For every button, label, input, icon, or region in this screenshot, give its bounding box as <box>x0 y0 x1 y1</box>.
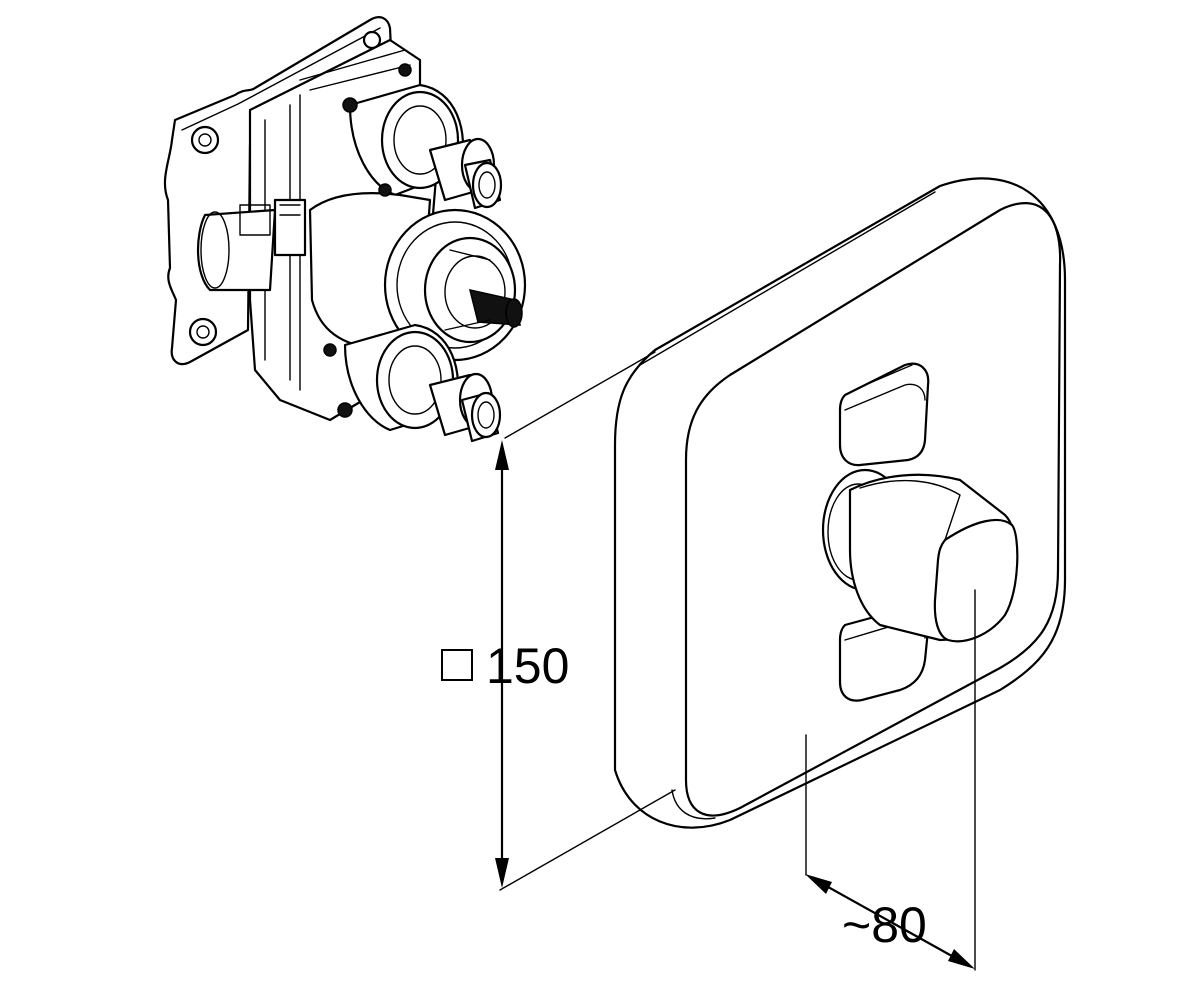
left-cylinder <box>197 208 277 292</box>
bolt <box>337 402 353 418</box>
mount-hole-bottom <box>188 317 218 347</box>
central-knob <box>821 468 1019 643</box>
arrow-left <box>805 874 832 894</box>
bolt <box>342 97 358 113</box>
bolt <box>378 183 392 197</box>
bolt <box>323 343 337 357</box>
arrow-up <box>495 440 509 470</box>
depth-label: ~80 <box>842 897 927 953</box>
depth-dimension: ~80 <box>805 589 976 971</box>
square-symbol <box>441 649 473 681</box>
mount-hole-top <box>190 125 220 155</box>
upper-lever <box>838 362 930 467</box>
concealed-valve-body <box>163 16 527 443</box>
lower-connector <box>343 323 502 443</box>
bolt <box>398 63 412 77</box>
height-dimension: 150 <box>441 351 676 891</box>
upper-connector <box>348 83 503 210</box>
central-cartridge <box>273 192 527 362</box>
cover-plate-assembly <box>613 177 1067 829</box>
height-label: 150 <box>486 638 569 694</box>
arrow-right <box>948 949 975 969</box>
arrow-down <box>495 858 509 888</box>
